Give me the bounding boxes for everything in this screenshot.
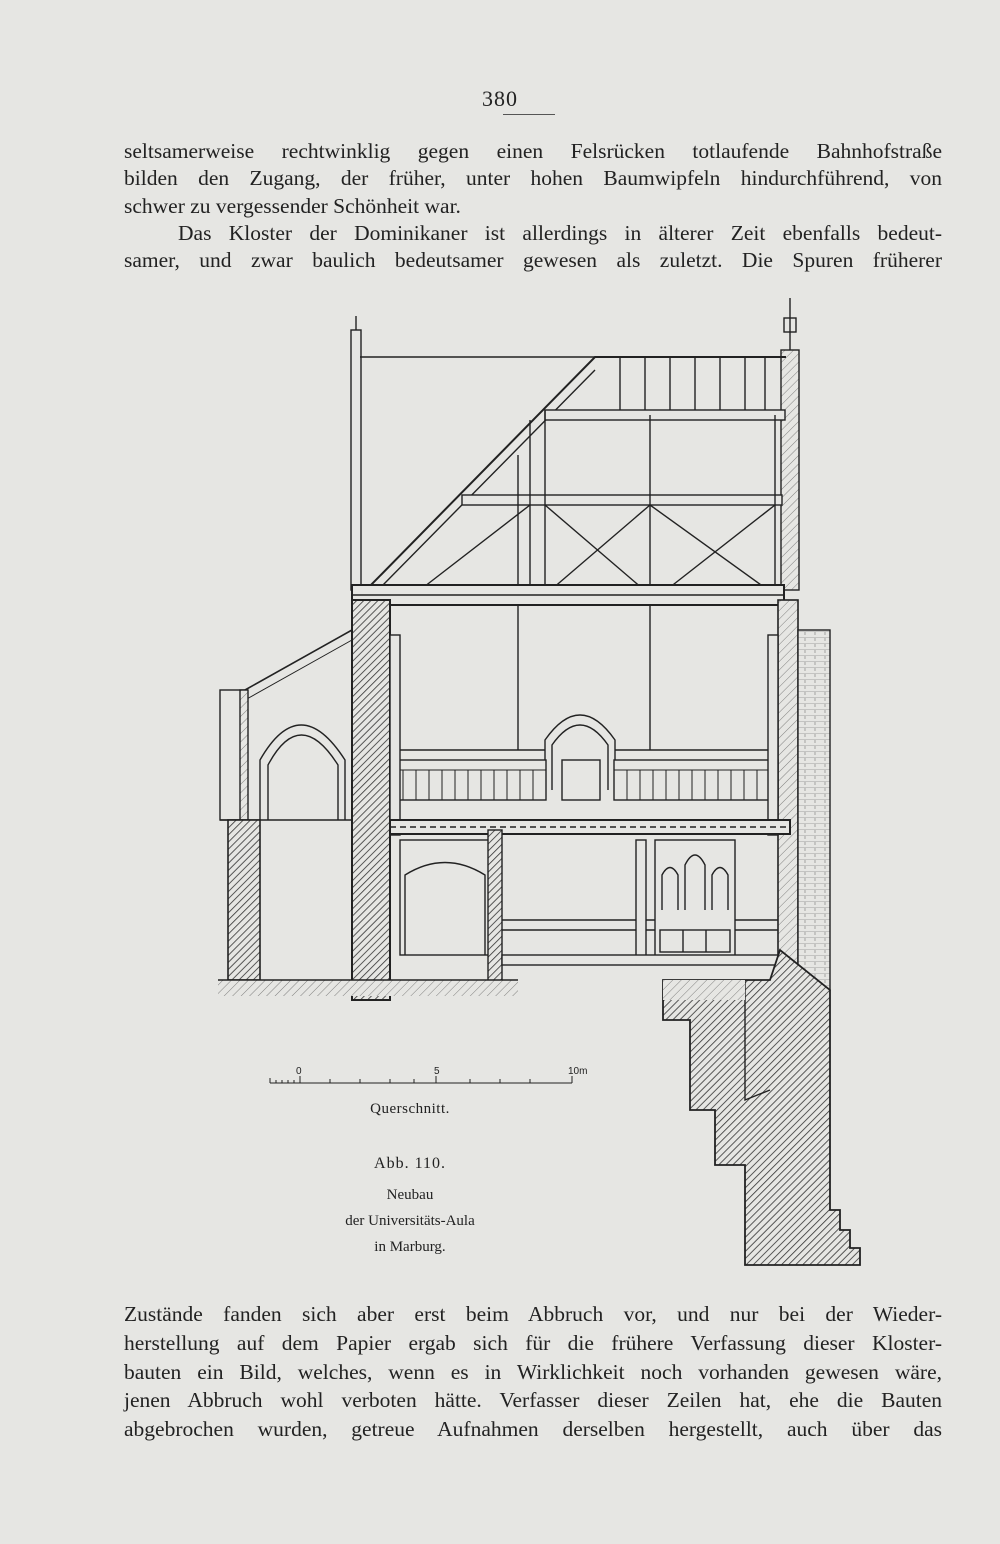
- scale-label-0: 0: [296, 1066, 302, 1077]
- page-number: 380: [482, 86, 518, 111]
- bottom-paragraph: Zustände fanden sich aber erst beim Abbr…: [124, 1300, 942, 1444]
- text-line: jenen Abbruch wohl verboten hätte. Verfa…: [124, 1388, 942, 1413]
- caption-figure-number: Abb. 110.: [374, 1155, 446, 1172]
- text-line: abgebrochen wurden, getreue Aufnahmen de…: [124, 1417, 942, 1442]
- scale-bar: [269, 1076, 573, 1084]
- text-line: bilden den Zugang, der früher, unter hoh…: [124, 166, 942, 191]
- text-line: herstellung auf dem Papier ergab sich fü…: [124, 1330, 942, 1355]
- scale-label-10: 10m: [568, 1066, 588, 1077]
- scale-label-5: 5: [434, 1066, 440, 1077]
- text-line: seltsamerweise rechtwinklig gegen einen …: [124, 139, 942, 163]
- caption-line: in Marburg.: [374, 1239, 446, 1255]
- text-line: samer, und zwar baulich bedeutsamer gewe…: [124, 248, 942, 273]
- text-line: schwer zu vergessender Schönheit war.: [124, 193, 461, 218]
- caption-line: Neubau: [386, 1187, 434, 1203]
- caption-section-title: Querschnitt.: [370, 1101, 450, 1117]
- text-line: Zustände fanden sich aber erst beim Abbr…: [124, 1302, 942, 1326]
- caption-line: der Universitäts-Aula: [345, 1213, 475, 1229]
- text-line: bauten ein Bild, welches, wenn es in Wir…: [124, 1359, 942, 1384]
- cross-section-drawing: [218, 298, 861, 1266]
- page-number-rule: [503, 114, 555, 115]
- text-line: Das Kloster der Dominikaner ist allerdin…: [178, 220, 942, 245]
- top-paragraph: seltsamerweise rechtwinklig gegen einen …: [124, 138, 942, 274]
